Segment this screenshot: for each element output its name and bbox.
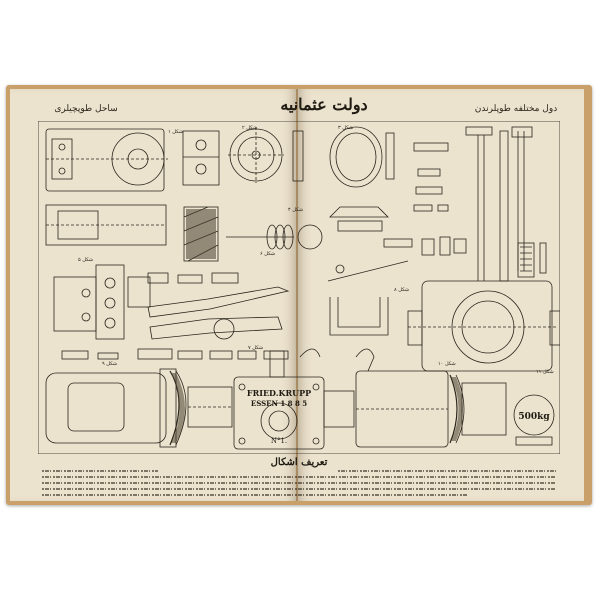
figure-label: شکل ۱۰: [438, 361, 456, 367]
caption-heading: تعریف اشکال: [271, 457, 328, 468]
fittings-drawing: [383, 236, 467, 256]
sight-drawing: [327, 206, 409, 282]
lever-drawing: [147, 286, 290, 340]
breech-end-drawing: [45, 368, 233, 448]
cylinder-housing-drawing: [407, 280, 560, 372]
breech-block-drawing: [45, 128, 168, 192]
weight-label: 500kg: [518, 412, 550, 422]
figure-label: شکل ۱۱: [536, 369, 554, 375]
figure-label: شکل ۵: [78, 257, 93, 263]
right-page: [297, 89, 584, 501]
stamp-line-1: FRIED.KRUPP: [247, 388, 311, 398]
plate-with-holes-drawing: [53, 264, 151, 340]
technical-plate: FRIED.KRUPP ESSEN 1 8 8 5 N°1. 500kg شکل…: [38, 121, 560, 454]
bracket-drawing: [182, 130, 220, 186]
coil-drawing: [226, 224, 323, 250]
caption-block: تعریف اشکال: [42, 457, 556, 496]
caption-text-lines: [42, 470, 556, 496]
breech-side-drawing: [355, 370, 555, 448]
wheel-drawing: [228, 127, 304, 183]
left-page: [10, 89, 297, 501]
open-book: ساحل طوپچیلری دولت عثمانیه دول مختلفه طو…: [6, 85, 592, 505]
figure-labels: شکل ۱ شکل ۲ شکل ۳ شکل ۴ شکل ۵ شکل ۶ شکل …: [78, 125, 554, 375]
center-title: دولت عثمانیه: [280, 95, 367, 115]
elevating-rack-drawing: [465, 126, 533, 282]
stamp-number: N°1.: [271, 437, 287, 445]
slide-bar-drawing: [45, 204, 167, 246]
book-gutter: [296, 89, 298, 501]
figure-label: شکل ۶: [260, 251, 275, 257]
left-page-header: ساحل طوپچیلری: [54, 104, 117, 114]
u-bracket-drawing: [299, 297, 389, 372]
ring-drawing: [329, 126, 395, 188]
figure-label: شکل ۸: [394, 287, 409, 293]
spring-drawing: [517, 242, 547, 278]
screws-drawing: [413, 142, 449, 212]
page-headers: ساحل طوپچیلری دولت عثمانیه دول مختلفه طو…: [54, 95, 557, 115]
krupp-block-drawing: [233, 350, 355, 450]
figure-label: شکل ۴: [288, 207, 303, 213]
figure-label: شکل ۲: [242, 125, 257, 131]
figure-label: شکل ۳: [338, 125, 353, 131]
figure-label: شکل ۷: [248, 345, 263, 351]
figure-label: شکل ۹: [102, 361, 117, 367]
stamp-line-2: ESSEN 1 8 8 5: [251, 399, 307, 408]
figure-label: شکل ۱: [168, 129, 183, 135]
small-parts-drawing: [147, 272, 239, 284]
right-page-header: دول مختلفه طوپلرندن: [475, 104, 557, 114]
